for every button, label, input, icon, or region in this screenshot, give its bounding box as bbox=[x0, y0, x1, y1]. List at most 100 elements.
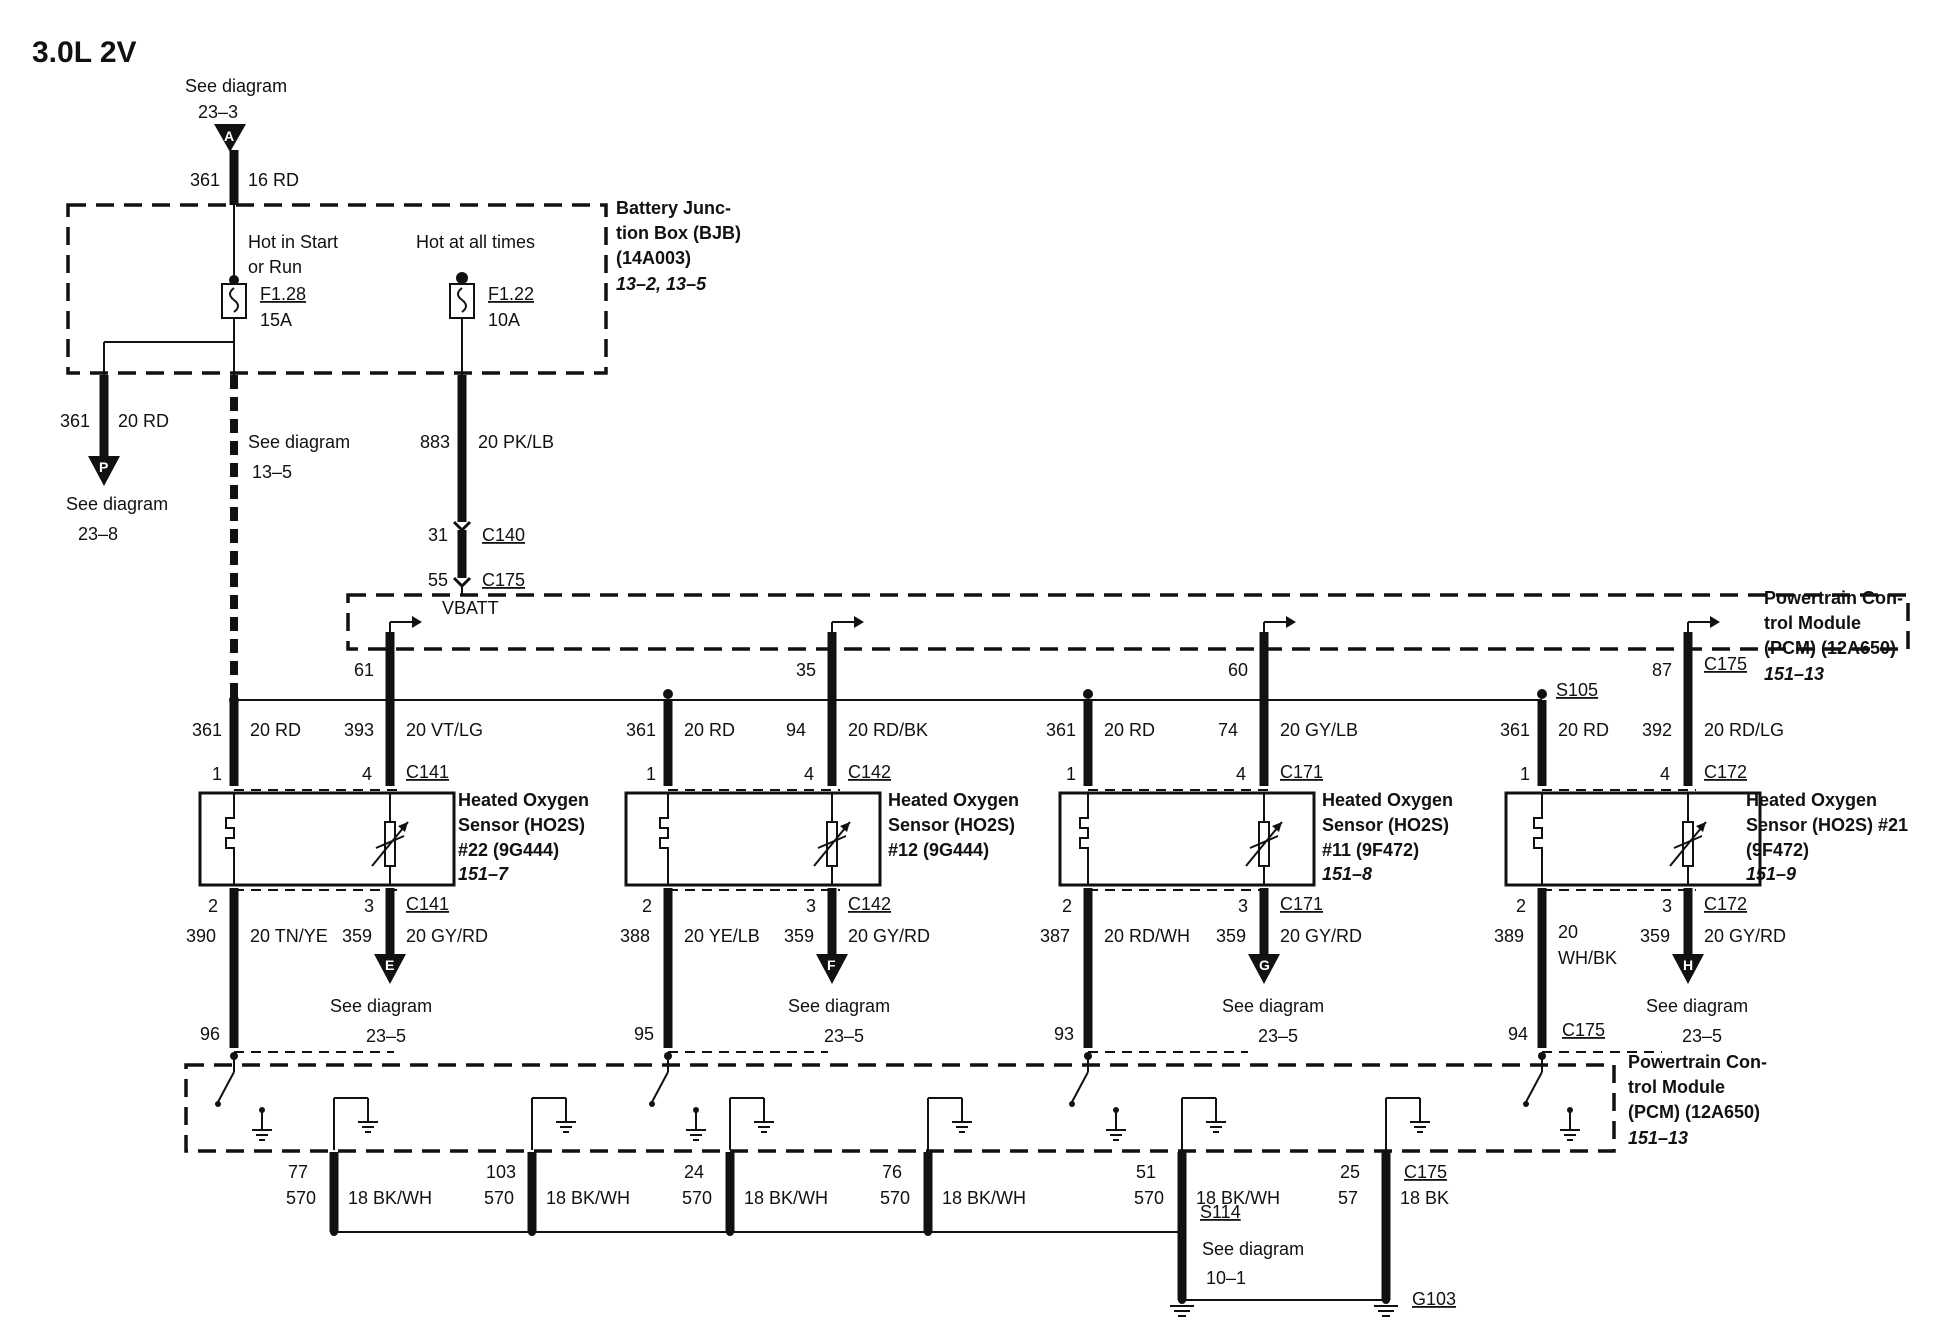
sensor-heater-icon bbox=[225, 793, 235, 885]
splice-s114: S114 bbox=[1200, 1202, 1241, 1222]
ground-pin: 77 bbox=[288, 1162, 308, 1182]
fuse1-id: F1.28 bbox=[260, 284, 306, 304]
sensor-heater-node bbox=[1537, 689, 1547, 699]
sensor-resistor-arrowhead bbox=[398, 822, 408, 832]
ground-icon bbox=[358, 1121, 378, 1133]
ground-icon bbox=[1410, 1121, 1430, 1133]
sensor-pcm-switch bbox=[1525, 1071, 1543, 1103]
sensor-return-wire-label: 20 RD/WH bbox=[1104, 926, 1190, 946]
vbatt-conn1: C140 bbox=[482, 525, 525, 545]
sensor-pcm-pin-top: 60 bbox=[1228, 660, 1248, 680]
sensor-resistor-body bbox=[826, 821, 838, 867]
sensor-pcm-switch bbox=[217, 1071, 235, 1103]
ground-icon bbox=[1206, 1121, 1226, 1133]
sensor-ref-arrow-g bbox=[1248, 954, 1280, 984]
sensor-pcm-conn-top: C175 bbox=[1704, 654, 1747, 674]
sensor-ref-arrow bbox=[1286, 616, 1296, 628]
sensor-pin4: 4 bbox=[1660, 764, 1670, 784]
sensor-pin3: 3 bbox=[1662, 896, 1672, 916]
ground-wire-label: 18 BK/WH bbox=[546, 1188, 630, 1208]
fuse1-amps: 15A bbox=[260, 310, 292, 330]
sensor-ground-circuit: 359 bbox=[342, 926, 372, 946]
sensor-resistor-icon bbox=[1673, 793, 1703, 885]
sensor-pcm-switch-node bbox=[215, 1101, 221, 1107]
sensor-box bbox=[198, 791, 456, 887]
pcm-top-name: Powertrain Con- trol Module (PCM) (12A65… bbox=[1764, 588, 1908, 658]
sensor-signal-circuit: 74 bbox=[1218, 720, 1238, 740]
sensor-return-circuit: 387 bbox=[1040, 926, 1070, 946]
vbatt-circuit: 883 bbox=[420, 432, 450, 452]
pcm-bottom-refs: 151–13 bbox=[1628, 1128, 1688, 1148]
sensor-pin2: 2 bbox=[1062, 896, 1072, 916]
vbatt-wire-label: 20 PK/LB bbox=[478, 432, 554, 452]
ground-pin: 24 bbox=[684, 1162, 704, 1182]
sensor-conn-bottom: C172 bbox=[1704, 894, 1747, 914]
hot-in-start: Hot in Start or Run bbox=[248, 232, 343, 277]
sensor-pcm-switch-node bbox=[649, 1101, 655, 1107]
sensor-heater-circuit: 361 bbox=[192, 720, 222, 740]
sensor-heater-wire-label: 20 RD bbox=[250, 720, 301, 740]
ground-icon bbox=[252, 1129, 272, 1141]
sensor-resistor-icon bbox=[817, 793, 847, 885]
pcm-top-box bbox=[346, 593, 1910, 651]
sensor-return-wire-label: 20 TN/YE bbox=[250, 926, 328, 946]
ground-conn: C175 bbox=[1404, 1162, 1447, 1182]
sensor-resistor-icon bbox=[1249, 793, 1279, 885]
fuse2-node bbox=[456, 272, 468, 284]
sensor-arrow-letter: H bbox=[1683, 957, 1693, 973]
sensor-ref: 151–7 bbox=[458, 864, 509, 884]
pcm-bottom-box bbox=[184, 1063, 1616, 1153]
connector-a-arrow bbox=[214, 124, 246, 152]
sensor-ref-arrow-h bbox=[1672, 954, 1704, 984]
sensor-conn-top: C171 bbox=[1280, 762, 1323, 782]
ground-g103: G103 bbox=[1412, 1289, 1456, 1309]
sensor-heater-icon bbox=[1079, 793, 1089, 885]
sensor-pin4: 4 bbox=[1236, 764, 1246, 784]
sensor-conn-top: C141 bbox=[406, 762, 449, 782]
connector-p-letter: P bbox=[99, 459, 108, 475]
ground-pin: 51 bbox=[1136, 1162, 1156, 1182]
connector-a-letter: A bbox=[224, 128, 234, 144]
sensor-heater-circuit: 361 bbox=[1046, 720, 1076, 740]
sensor-pin4: 4 bbox=[362, 764, 372, 784]
sensor-ground-wire-label: 20 GY/RD bbox=[1704, 926, 1786, 946]
bjb-box bbox=[66, 203, 608, 375]
sensor-pin3: 3 bbox=[1238, 896, 1248, 916]
sensor-ground-wire-label: 20 GY/RD bbox=[406, 926, 488, 946]
bjb-name: Battery Junc- tion Box (BJB) (14A003) bbox=[616, 198, 746, 268]
ground-icon bbox=[556, 1121, 576, 1133]
sensor-ground-circuit: 359 bbox=[1640, 926, 1670, 946]
sensor-ref: 151–8 bbox=[1322, 864, 1372, 884]
sensor-conn-top: C172 bbox=[1704, 762, 1747, 782]
sensor-see-diagram: See diagram bbox=[1222, 996, 1324, 1016]
fuse1-node bbox=[229, 275, 239, 285]
mid-ref-label: See diagram bbox=[248, 432, 350, 452]
sensor-see-page: 23–5 bbox=[824, 1026, 864, 1046]
fuse2-id: F1.22 bbox=[488, 284, 534, 304]
vbatt-conn2: C175 bbox=[482, 570, 525, 590]
mid-ref-page: 13–5 bbox=[252, 462, 292, 482]
sensor-see-diagram: See diagram bbox=[1646, 996, 1748, 1016]
sensor-heater-node bbox=[663, 689, 673, 699]
ground-wire-label: 18 BK/WH bbox=[744, 1188, 828, 1208]
ground-pin: 25 bbox=[1340, 1162, 1360, 1182]
top-ref-label: See diagram bbox=[185, 76, 287, 96]
ground-pin: 103 bbox=[486, 1162, 516, 1182]
sensor-pin4: 4 bbox=[804, 764, 814, 784]
sensor-pcm-pin-bottom: 96 bbox=[200, 1024, 220, 1044]
ground-icon bbox=[1170, 1305, 1194, 1317]
sensor-see-diagram: See diagram bbox=[330, 996, 432, 1016]
feed-wire-label: 16 RD bbox=[248, 170, 299, 190]
sensor-pcm-pin-top: 61 bbox=[354, 660, 374, 680]
sensor-see-page: 23–5 bbox=[1258, 1026, 1298, 1046]
splice-s105: S105 bbox=[1556, 680, 1598, 700]
vbatt-pin1: 31 bbox=[428, 525, 448, 545]
sensor-heater-icon bbox=[1533, 793, 1543, 885]
ground-icon bbox=[686, 1129, 706, 1141]
